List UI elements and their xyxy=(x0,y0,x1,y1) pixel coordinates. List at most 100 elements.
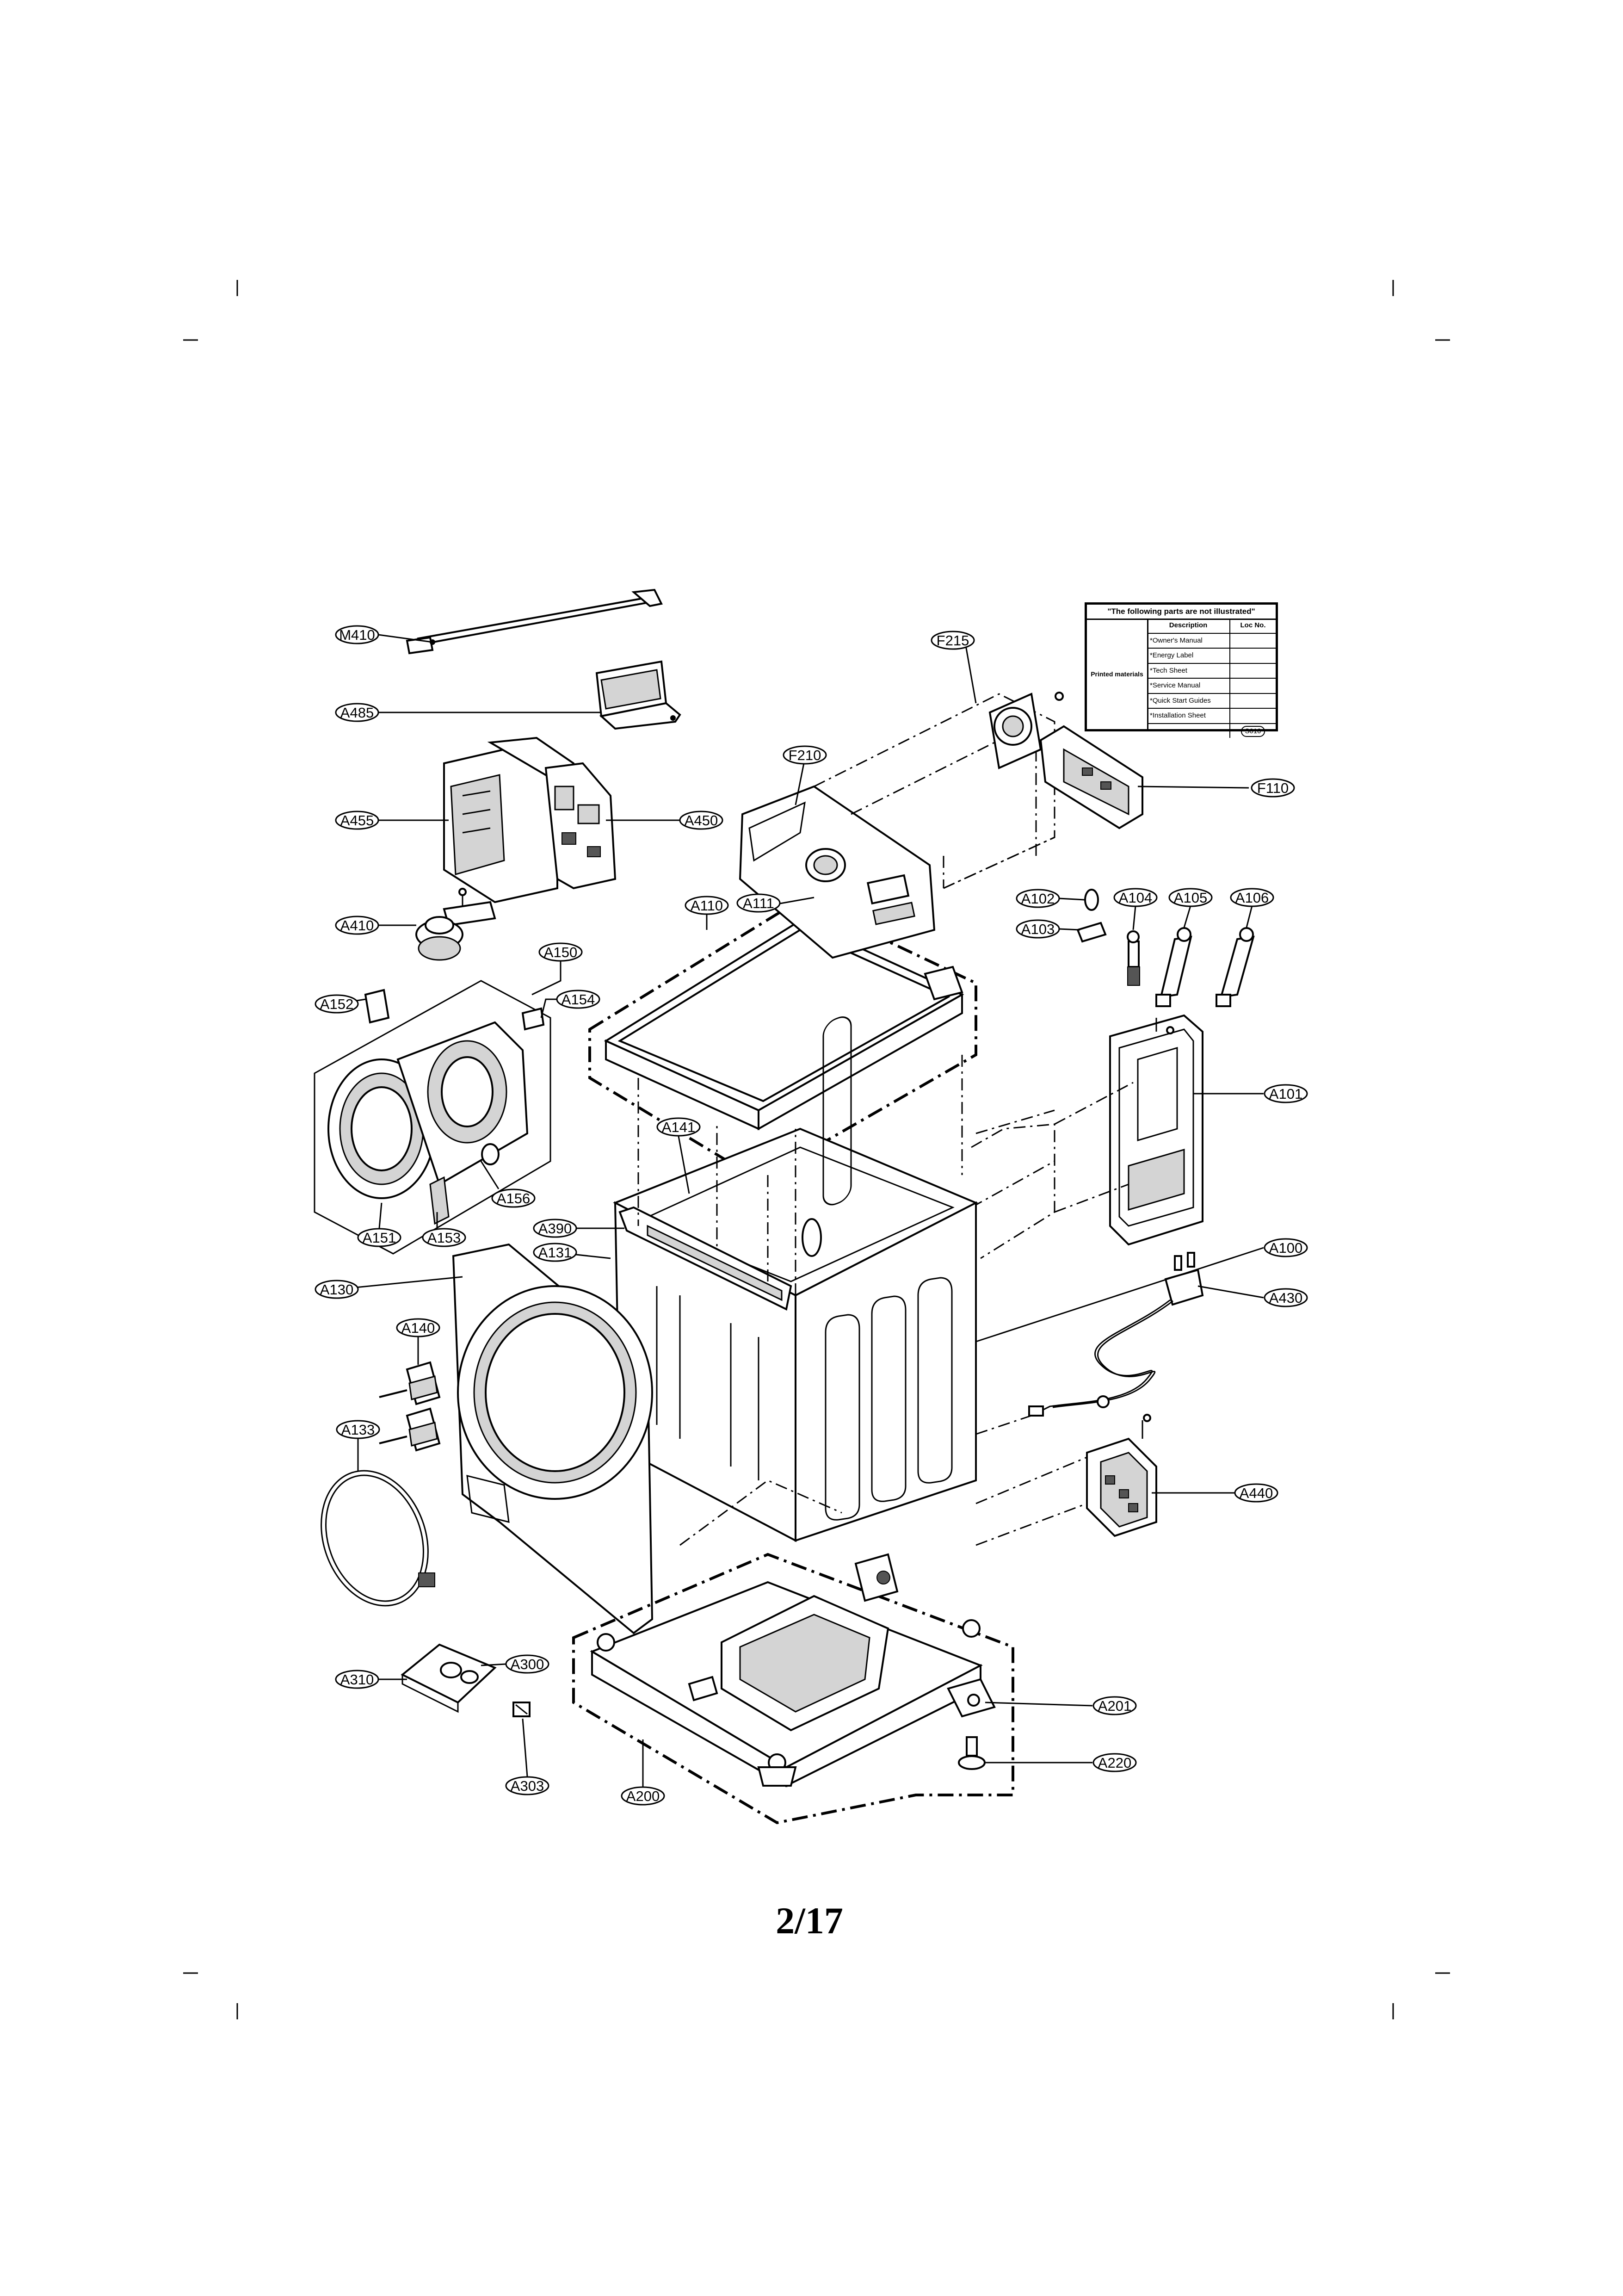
label-A153: A153 xyxy=(422,1228,466,1247)
table-row: *Installation Sheet xyxy=(1147,709,1276,724)
svg-text:A111: A111 xyxy=(743,895,774,911)
svg-text:A430: A430 xyxy=(1269,1290,1302,1306)
label-A131: A131 xyxy=(533,1243,577,1262)
table-title: "The following parts are not illustrated… xyxy=(1087,605,1276,620)
door-assembly-part xyxy=(314,980,551,1255)
pump-motor-part xyxy=(415,888,496,961)
item-loc: S010 xyxy=(1230,724,1276,738)
svg-text:F215: F215 xyxy=(937,632,969,649)
item-description: *Owner's Manual xyxy=(1147,633,1230,648)
table-rows: Description Loc No. *Owner's Manual *Ene… xyxy=(1147,619,1276,738)
svg-text:A130: A130 xyxy=(320,1281,353,1298)
header-description: Description xyxy=(1147,619,1230,633)
label-A220: A220 xyxy=(1092,1753,1137,1772)
label-A440: A440 xyxy=(1234,1483,1278,1503)
group-label: Printed materials xyxy=(1087,619,1148,729)
label-A111: A111 xyxy=(736,893,781,913)
table-row: *Service Manual xyxy=(1147,679,1276,694)
power-cord-part xyxy=(1028,1252,1204,1417)
pcb-assembly-part xyxy=(443,736,617,904)
svg-text:A131: A131 xyxy=(538,1244,572,1261)
control-panel-part xyxy=(739,785,936,959)
svg-text:A200: A200 xyxy=(626,1788,660,1804)
label-A106: A106 xyxy=(1230,888,1274,907)
label-M410: M410 xyxy=(335,625,379,644)
item-loc xyxy=(1230,664,1276,678)
clamp-ring-part xyxy=(321,1470,435,1607)
assembly-guide-lines xyxy=(637,1055,1055,1286)
label-A200: A200 xyxy=(621,1786,665,1806)
svg-text:F210: F210 xyxy=(789,747,821,763)
item-loc xyxy=(1230,634,1276,648)
svg-text:A152: A152 xyxy=(320,996,353,1012)
svg-text:A133: A133 xyxy=(341,1422,375,1438)
svg-text:A101: A101 xyxy=(1269,1086,1302,1102)
item-description: *Tech Sheet xyxy=(1147,663,1230,678)
label-A390: A390 xyxy=(533,1219,577,1238)
table-row: *Energy Label xyxy=(1147,649,1276,664)
label-A430: A430 xyxy=(1264,1288,1308,1307)
svg-text:A103: A103 xyxy=(1021,921,1055,937)
hinge-parts xyxy=(379,1361,441,1452)
bracket-bar-part xyxy=(406,588,663,655)
page-number: 2/17 xyxy=(776,1900,843,1942)
header-loc-no: Loc No. xyxy=(1240,621,1266,629)
item-description: *Service Manual xyxy=(1147,679,1230,693)
label-A102: A102 xyxy=(1016,889,1060,908)
label-A156: A156 xyxy=(491,1188,536,1208)
label-A141: A141 xyxy=(656,1117,701,1137)
leader-lines xyxy=(336,634,1264,1787)
front-door-panel-part xyxy=(452,1243,654,1634)
cover-box-part xyxy=(595,660,681,730)
svg-text:F110: F110 xyxy=(1257,780,1289,796)
not-illustrated-parts-table: "The following parts are not illustrated… xyxy=(1085,602,1278,738)
table-body: Printed materials Description Loc No. *O… xyxy=(1087,619,1276,738)
svg-text:A310: A310 xyxy=(340,1671,374,1688)
svg-text:A100: A100 xyxy=(1269,1240,1302,1256)
label-A485: A485 xyxy=(335,703,379,722)
svg-text:A455: A455 xyxy=(340,812,374,829)
label-A300: A300 xyxy=(505,1654,549,1674)
svg-text:A106: A106 xyxy=(1235,890,1269,906)
label-F110: F110 xyxy=(1251,778,1295,798)
top-plate-part xyxy=(588,885,977,1182)
svg-text:A156: A156 xyxy=(497,1190,530,1207)
label-A105: A105 xyxy=(1168,888,1213,907)
label-A103: A103 xyxy=(1016,919,1060,939)
item-description xyxy=(1147,724,1230,738)
item-loc xyxy=(1230,679,1276,693)
svg-text:A105: A105 xyxy=(1174,890,1207,906)
svg-text:A300: A300 xyxy=(511,1656,544,1672)
table-header-row: Description Loc No. xyxy=(1147,619,1276,634)
svg-text:A201: A201 xyxy=(1098,1698,1131,1714)
drain-cover-part xyxy=(401,1643,531,1717)
svg-text:A410: A410 xyxy=(340,917,374,934)
label-A151: A151 xyxy=(357,1228,401,1247)
label-A133: A133 xyxy=(336,1420,380,1439)
label-F210: F210 xyxy=(783,745,827,765)
svg-text:A450: A450 xyxy=(685,812,718,829)
label-F215: F215 xyxy=(931,631,975,650)
svg-text:A440: A440 xyxy=(1240,1485,1273,1501)
label-A100: A100 xyxy=(1264,1238,1308,1257)
svg-text:A141: A141 xyxy=(662,1119,695,1135)
svg-text:A104: A104 xyxy=(1119,890,1152,906)
label-A110: A110 xyxy=(685,896,729,915)
label-A303: A303 xyxy=(505,1776,549,1795)
item-loc xyxy=(1230,649,1276,663)
svg-text:A102: A102 xyxy=(1021,891,1055,907)
svg-text:A150: A150 xyxy=(544,944,577,960)
svg-text:A220: A220 xyxy=(1098,1755,1131,1771)
svg-text:A140: A140 xyxy=(401,1320,435,1336)
label-A450: A450 xyxy=(679,811,723,830)
svg-text:A390: A390 xyxy=(538,1220,572,1237)
label-A201: A201 xyxy=(1092,1696,1137,1715)
svg-text:A153: A153 xyxy=(427,1230,461,1246)
label-A410: A410 xyxy=(335,916,379,935)
connector-parts xyxy=(1076,889,1255,1007)
table-row: *Tech Sheet xyxy=(1147,663,1276,679)
item-loc xyxy=(1230,694,1276,708)
svg-text:A110: A110 xyxy=(691,897,723,914)
svg-text:A485: A485 xyxy=(340,705,374,721)
svg-text:A303: A303 xyxy=(511,1778,544,1794)
